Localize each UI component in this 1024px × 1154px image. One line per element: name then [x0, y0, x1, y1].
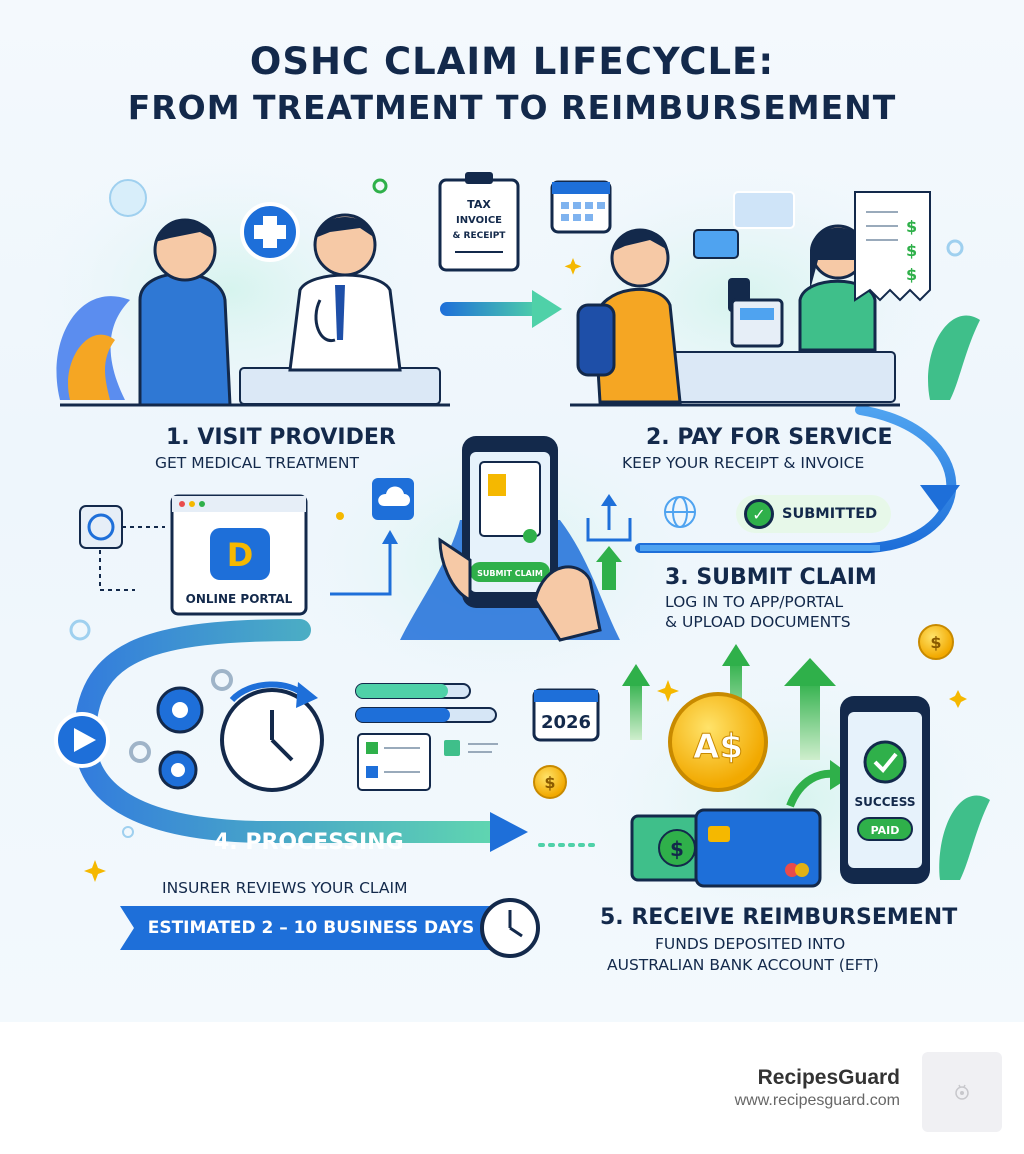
step-3-subtitle-line-1: LOG IN TO APP/PORTAL [665, 593, 844, 611]
submitted-badge: ✓ SUBMITTED [736, 495, 892, 533]
footer [0, 1022, 1024, 1154]
step-3-illustration: D ONLINE PORTAL SUBMIT CLAIM [69, 436, 880, 642]
brand-logo-icon[interactable] [922, 1052, 1002, 1132]
arrow-1-2-shaft [440, 302, 540, 316]
submitted-label: SUBMITTED [782, 506, 878, 522]
step-3-heading: 3. SUBMIT CLAIM [665, 565, 877, 590]
step-5-heading: 5. RECEIVE REIMBURSEMENT [600, 905, 958, 930]
step-4-subtitle: INSURER REVIEWS YOUR CLAIM [162, 879, 408, 897]
svg-text:$: $ [906, 217, 917, 236]
calendar-icon-top [550, 180, 612, 234]
brand-url[interactable]: www.recipesguard.com [734, 1092, 900, 1109]
arrow-1-2-head [532, 290, 562, 328]
svg-text:& RECEIPT: & RECEIPT [453, 231, 507, 241]
page-title-line-1: OSHC CLAIM LIFECYCLE: [249, 40, 775, 83]
step-4-illustration: 2026 $ [84, 669, 600, 882]
step-5-subtitle-line-1: FUNDS DEPOSITED INTO [655, 935, 846, 953]
illustration-layer: TAX INVOICE & RECEIPT [20, 150, 1010, 958]
svg-text:SUCCESS: SUCCESS [855, 795, 916, 809]
svg-text:SUBMIT CLAIM: SUBMIT CLAIM [477, 569, 543, 578]
step-2-subtitle: KEEP YOUR RECEIPT & INVOICE [622, 454, 865, 472]
svg-text:TAX: TAX [467, 198, 491, 211]
svg-text:INVOICE: INVOICE [456, 215, 502, 226]
page-title-line-2: FROM TREATMENT TO REIMBURSEMENT [127, 88, 897, 127]
svg-text:2026: 2026 [541, 712, 591, 733]
brand-name[interactable]: RecipesGuard [757, 1066, 900, 1089]
svg-text:ONLINE PORTAL: ONLINE PORTAL [186, 592, 293, 606]
svg-text:D: D [227, 536, 254, 574]
check-icon: ✓ [744, 499, 774, 529]
svg-text:PAID: PAID [871, 824, 900, 837]
svg-text:$: $ [906, 241, 917, 260]
step-5-subtitle-line-2: AUSTRALIAN BANK ACCOUNT (EFT) [607, 956, 879, 974]
banner-ribbon-bg [120, 906, 498, 950]
step-2-heading: 2. PAY FOR SERVICE [646, 425, 893, 450]
step-1-illustration [56, 178, 450, 407]
flow-arrowhead-bottom [490, 812, 528, 852]
step-2-illustration: $ $ $ [564, 191, 980, 407]
invoice-icon: TAX INVOICE & RECEIPT [438, 172, 520, 272]
svg-text:$: $ [670, 837, 684, 861]
step-1-heading: 1. VISIT PROVIDER [166, 425, 396, 450]
step-5-illustration: A$ $ SUCCESS PAID $ [622, 624, 990, 888]
step-1-subtitle: GET MEDICAL TREATMENT [155, 454, 359, 472]
processing-time-banner: ESTIMATED 2 – 10 BUSINESS DAYS [147, 918, 475, 938]
svg-text:$: $ [906, 265, 917, 284]
step-3-subtitle-line-2: & UPLOAD DOCUMENTS [665, 613, 851, 631]
infographic: OSHC CLAIM LIFECYCLE: FROM TREATMENT TO … [0, 0, 1024, 1022]
svg-text:A$: A$ [693, 727, 743, 767]
svg-text:$: $ [930, 633, 941, 652]
step-4-heading: 4. PROCESSING [214, 830, 404, 855]
flow-arrowhead-right [920, 485, 960, 512]
svg-text:$: $ [544, 773, 555, 792]
